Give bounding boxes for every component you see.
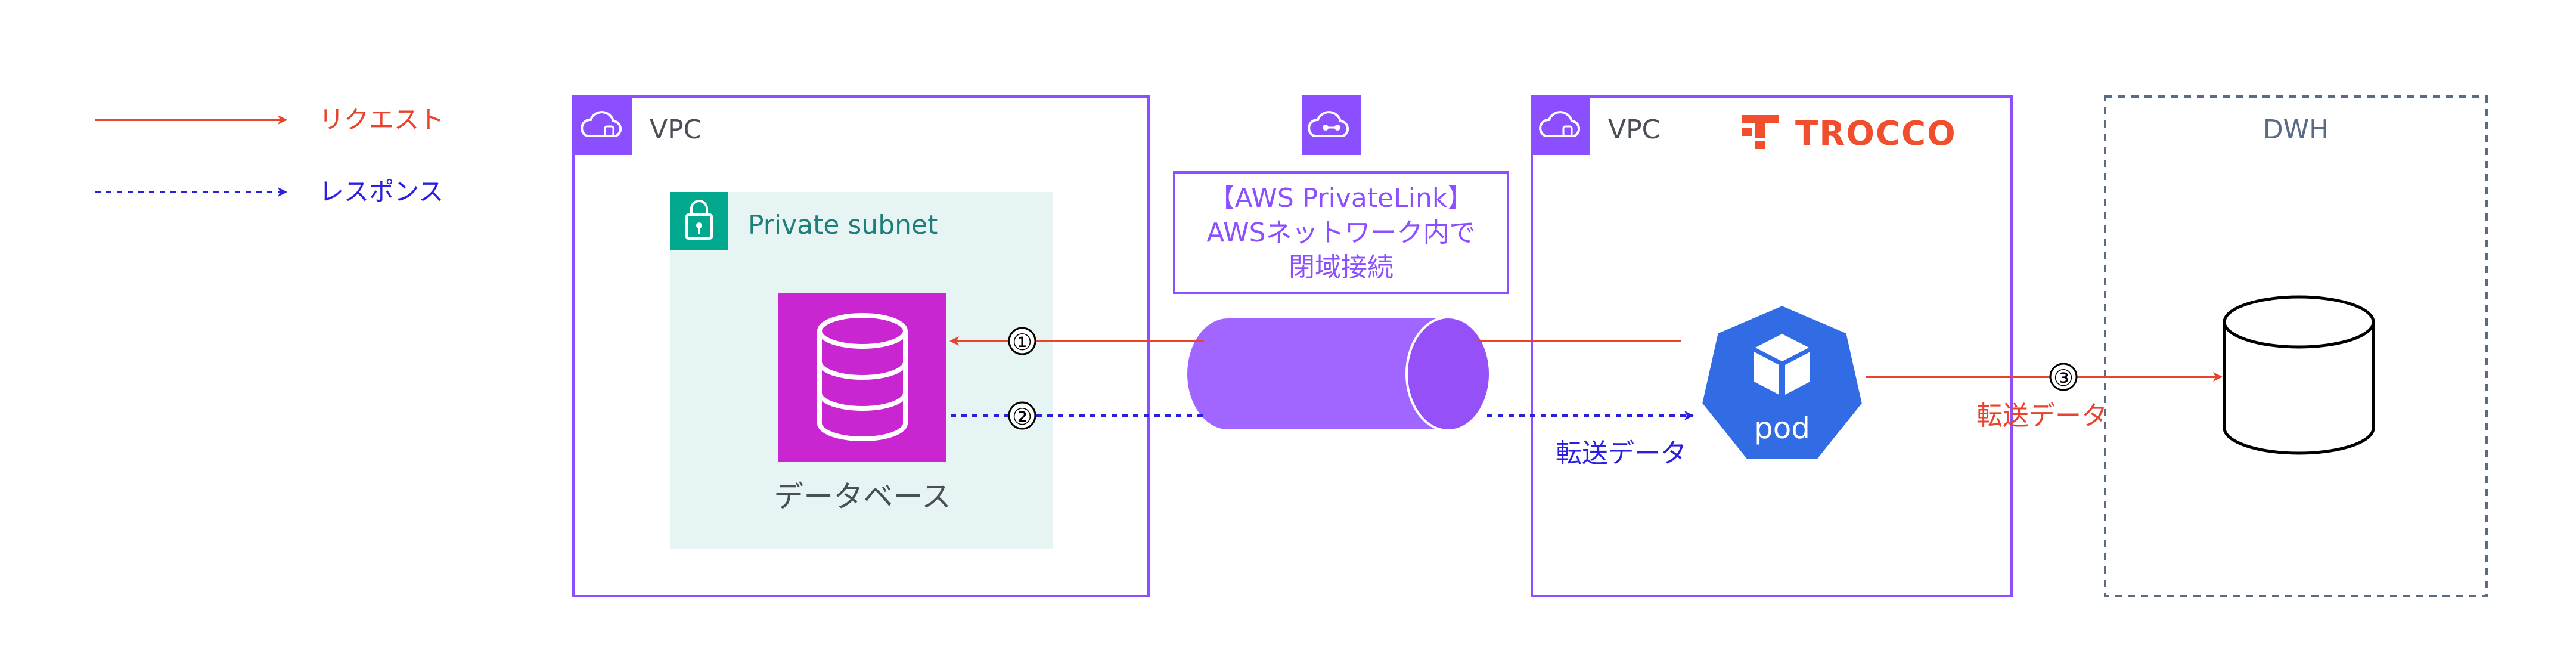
trocco-mark-icon (1742, 115, 1779, 149)
legend-request-label: リクエスト (319, 105, 444, 134)
privatelink-label-line3: 閉域接続 (1289, 252, 1393, 283)
left-vpc-title: VPC (650, 114, 702, 145)
privatelink-label-line2: AWSネットワーク内で (1206, 218, 1475, 248)
legend-response-label: レスポンス (319, 177, 443, 206)
left-vpc: VPC Private subnet データベース (572, 95, 1150, 597)
dwh-transfer-label: 転送データ (1976, 401, 2108, 431)
right-transfer-label: 転送データ (1556, 438, 1687, 469)
privatelink: 【AWS PrivateLink】 AWSネットワーク内で 閉域接続 (1173, 95, 1509, 432)
database-label: データベース (774, 479, 951, 514)
step-marker-3-label: ③ (2053, 365, 2074, 391)
dwh-border (2104, 95, 2488, 597)
left-vpc-border (572, 95, 1150, 597)
right-vpc-title: VPC (1608, 114, 1660, 145)
trocco-logo: TROCCO (1742, 114, 1957, 153)
step-marker-1: ① (1008, 327, 1036, 355)
trocco-brand-text: TROCCO (1795, 114, 1957, 153)
vpc-cloud-icon (573, 97, 632, 155)
private-subnet-title: Private subnet (748, 210, 938, 240)
vpc-cloud-icon (1532, 97, 1590, 155)
step-marker-1-label: ① (1012, 329, 1032, 355)
dwh: DWH 転送データ (1976, 95, 2488, 597)
right-vpc-border (1531, 95, 2013, 597)
dwh-title: DWH (2263, 114, 2329, 145)
lock-icon (670, 192, 728, 250)
privatelink-label-line1: 【AWS PrivateLink】 (1209, 183, 1474, 213)
step-marker-3: ③ (2049, 363, 2078, 391)
request-flow (949, 336, 2223, 382)
step-marker-2: ② (1008, 401, 1036, 430)
right-vpc: VPC TROCCO pod 転送データ (1531, 95, 2013, 597)
step-marker-2-label: ② (1012, 404, 1032, 430)
privatelink-cloud-icon (1302, 95, 1361, 155)
pod-label: pod (1754, 411, 1810, 445)
privatelink-tunnel (1185, 316, 1491, 432)
database-icon (778, 293, 946, 462)
dwh-database-icon (2223, 295, 2375, 455)
legend: リクエスト レスポンス (95, 105, 444, 206)
privatelink-label-box (1173, 171, 1509, 294)
pod-icon: pod (1699, 302, 1866, 463)
